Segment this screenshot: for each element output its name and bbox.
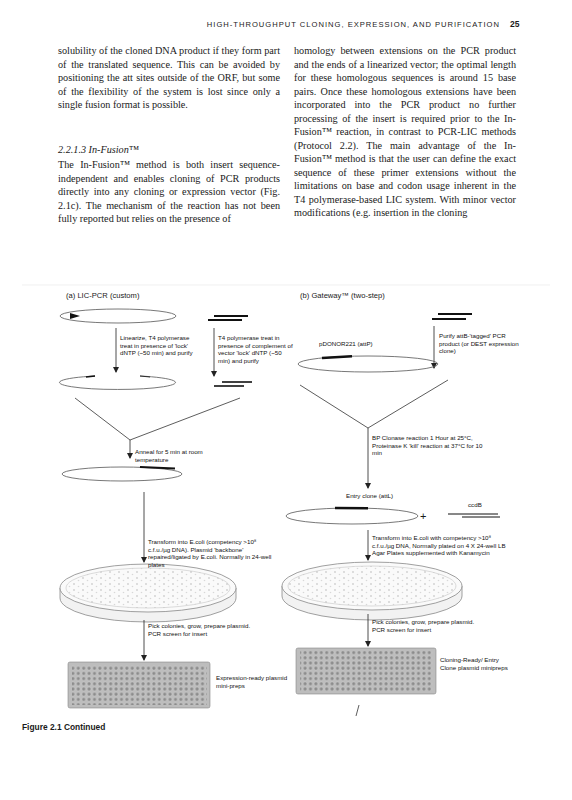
linearized-vector xyxy=(59,376,175,389)
panel-label: (b) Gateway™ (two-step) xyxy=(300,291,385,300)
panel-label: (a) LIC-PCR (custom) xyxy=(66,291,139,300)
vector-label: pDONOR221 (attP) xyxy=(319,340,373,348)
step-note: Pick colonies, grow, prepare plasmid. PC… xyxy=(148,622,258,637)
step-note: T4 polymerase treat in presence of compl… xyxy=(218,334,294,364)
plus-sign: + xyxy=(420,510,426,522)
step-note: Anneal for 5 min at room temperature xyxy=(135,448,207,463)
body-paragraph: solubility of the cloned DNA product if … xyxy=(58,44,280,112)
step-note: Transform into E.coli (competency >10⁸ c… xyxy=(148,538,272,568)
treated-insert xyxy=(214,382,252,386)
annealed-vector xyxy=(62,467,182,481)
ccdb-fragment xyxy=(448,514,500,517)
agar-plate xyxy=(282,562,462,620)
gene-label: ccdB xyxy=(468,501,482,509)
well-plate xyxy=(296,648,436,694)
body-paragraph: homology between extensions on the PCR p… xyxy=(294,44,516,220)
agar-plate xyxy=(60,564,236,622)
result-note: Expression-ready plasmid mini-preps xyxy=(216,674,288,689)
well-plate xyxy=(68,662,210,708)
slash-mark xyxy=(356,705,359,716)
attb-pcr-product xyxy=(432,314,472,319)
page-number: 25 xyxy=(510,19,519,29)
step-note: Linearize, T4 polymerase treat in presen… xyxy=(120,334,198,357)
section-heading: 2.2.1.3 In-Fusion™ xyxy=(58,144,280,155)
figure-caption: Figure 2.1 Continued xyxy=(22,722,105,732)
vector-label: Entry clone (attL) xyxy=(346,492,393,500)
pcr-insert xyxy=(208,316,248,320)
circular-vector xyxy=(60,309,176,323)
donor-vector xyxy=(298,356,438,372)
step-note: Pick colonies, grow, prepare plasmid. PC… xyxy=(372,618,482,633)
entry-clone-vector xyxy=(286,508,418,524)
step-note: BP Clonase reaction 1 Hour at 25°C, Prot… xyxy=(372,434,484,457)
step-note: Transform into E.coli with competency >1… xyxy=(372,534,506,557)
body-paragraph: The In-Fusion™ method is both insert seq… xyxy=(58,158,280,226)
step-note: Purify attB-'tagged' PCR product (or DES… xyxy=(439,332,523,355)
result-note: Cloning-Ready/ Entry Clone plasmid minip… xyxy=(440,656,516,671)
running-header: HIGH-THROUGHPUT CLONING, EXPRESSION, AND… xyxy=(207,20,500,29)
